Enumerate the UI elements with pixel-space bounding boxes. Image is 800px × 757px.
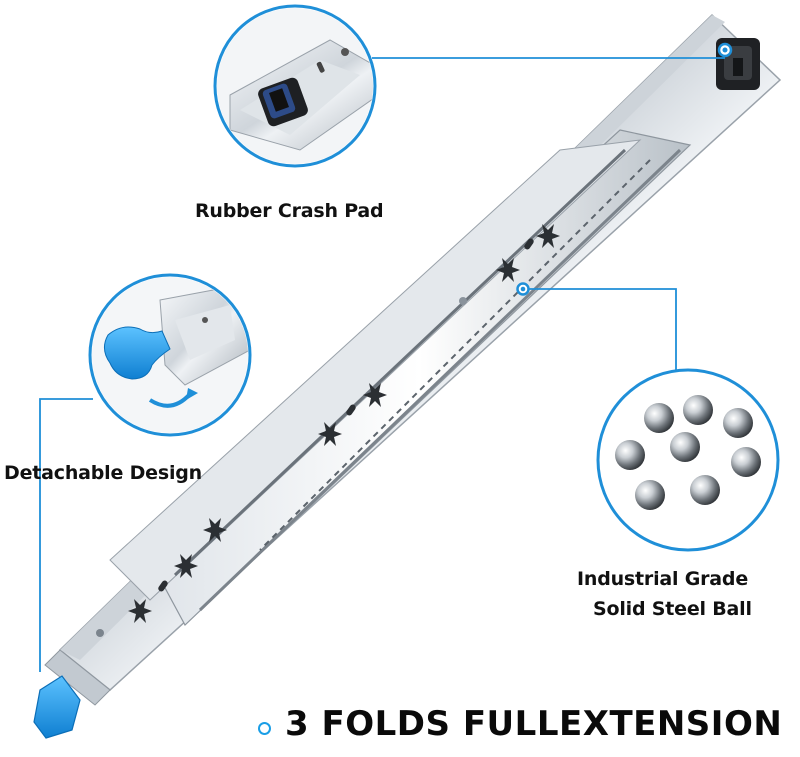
detachable-detail [88,273,252,437]
bottom-title: 3 FOLDS FULLEXTENSION [285,704,783,744]
drawer-slide-rail [33,13,782,739]
callout-lines [39,57,725,672]
steel-balls-detail [596,368,780,552]
crash-pad-detail [213,4,377,168]
crash-pad-label: Rubber Crash Pad [195,200,384,222]
steel-ball-label-line1: Industrial Grade [577,568,749,590]
callout-markers [516,42,733,296]
steel-ball-label-line2: Solid Steel Ball [593,598,752,620]
detachable-label: Detachable Design [4,462,202,484]
ring-icon [258,722,271,735]
